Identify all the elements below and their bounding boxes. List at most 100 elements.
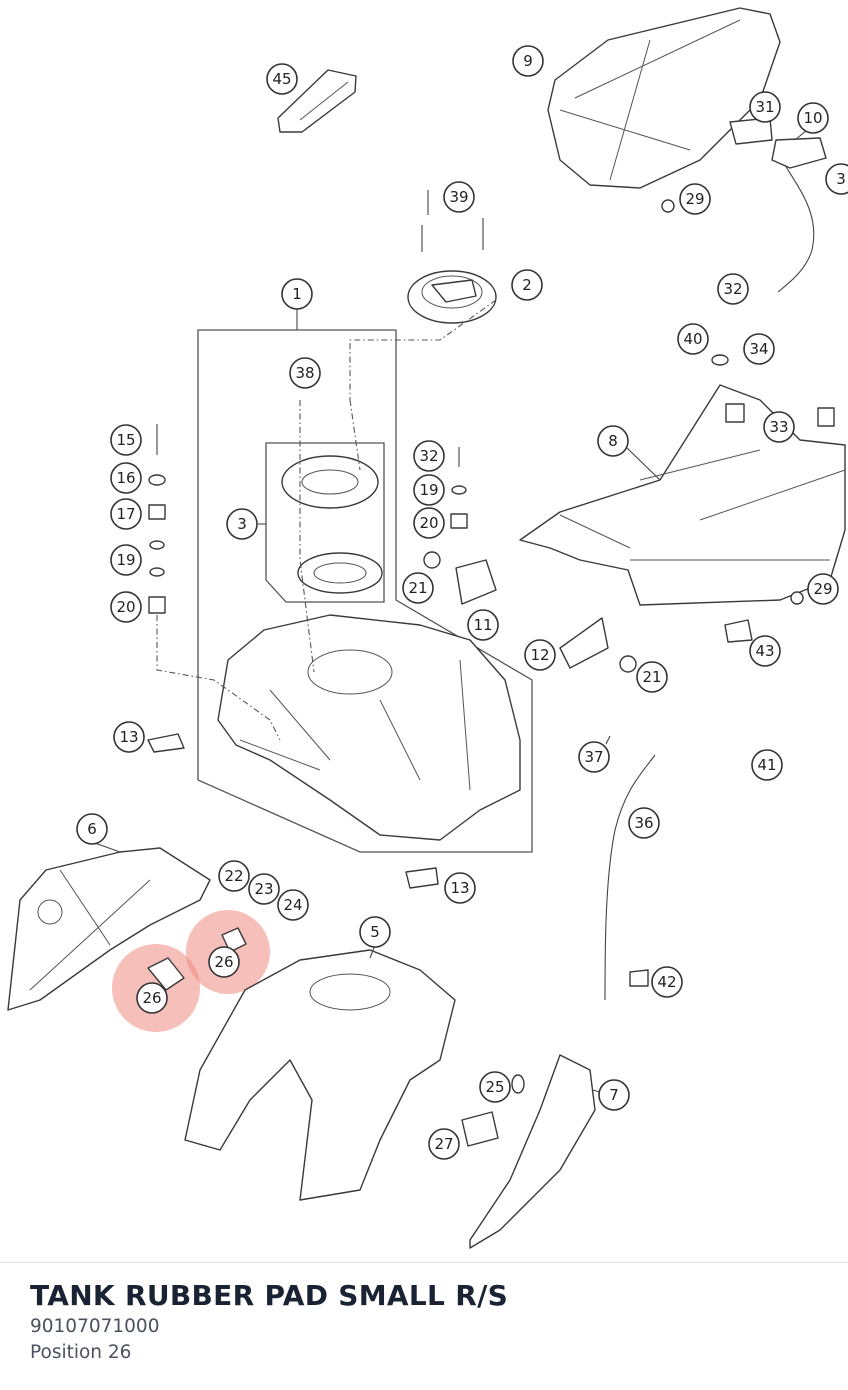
bushing-27-part [461, 1111, 499, 1147]
rider-seat-part [519, 384, 846, 606]
callout-34: 34 [743, 333, 775, 365]
svg-text:3: 3 [836, 170, 846, 188]
svg-text:19: 19 [116, 551, 135, 569]
callout-41: 41 [751, 749, 783, 781]
callout-3: 3 [226, 508, 258, 540]
callout-29-right: 29 [807, 573, 839, 605]
callout-17: 17 [110, 498, 142, 530]
svg-text:17: 17 [116, 505, 135, 523]
svg-text:15: 15 [116, 431, 135, 449]
callout-11: 11 [467, 609, 499, 641]
svg-text:24: 24 [283, 896, 302, 914]
callout-26-upper: 26 [208, 946, 240, 978]
svg-text:39: 39 [449, 188, 468, 206]
callout-26-lower: 26 [136, 982, 168, 1014]
tool-pouch-part [277, 69, 357, 133]
svg-text:13: 13 [450, 879, 469, 897]
assembly-frame [197, 329, 533, 853]
callout-32-left: 32 [413, 440, 445, 472]
svg-text:26: 26 [214, 953, 233, 971]
callout-3-cut: 3 [825, 163, 848, 195]
svg-text:2: 2 [522, 276, 532, 294]
part-info-panel: TANK RUBBER PAD SMALL R/S 90107071000 Po… [30, 1278, 820, 1366]
callout-19-right: 19 [413, 474, 445, 506]
svg-text:41: 41 [757, 756, 776, 774]
callout-33: 33 [763, 411, 795, 443]
callout-25: 25 [479, 1071, 511, 1103]
callout-40: 40 [677, 323, 709, 355]
svg-text:40: 40 [683, 330, 702, 348]
svg-text:11: 11 [473, 616, 492, 634]
callout-8: 8 [597, 425, 629, 457]
callout-37: 37 [578, 741, 610, 773]
tank-cover-part [184, 949, 456, 1201]
svg-text:26: 26 [142, 989, 161, 1007]
callout-2: 2 [511, 269, 543, 301]
callout-31: 31 [749, 91, 781, 123]
callout-6: 6 [76, 813, 108, 845]
svg-text:27: 27 [434, 1135, 453, 1153]
svg-text:42: 42 [657, 973, 676, 991]
callout-23: 23 [248, 873, 280, 905]
svg-text:3: 3 [237, 515, 247, 533]
svg-text:19: 19 [419, 481, 438, 499]
part-position: Position 26 [30, 1342, 132, 1363]
fuel-tank-part [217, 614, 521, 841]
svg-text:22: 22 [224, 867, 243, 885]
svg-text:34: 34 [749, 340, 768, 358]
svg-text:12: 12 [530, 646, 549, 664]
callout-45: 45 [266, 63, 298, 95]
filler-cap-part [407, 190, 497, 324]
fuel-pump-flange-part [281, 455, 383, 594]
rubber-pad-26-part [147, 927, 247, 991]
callout-20-right: 20 [413, 507, 445, 539]
callout-29-top: 29 [679, 183, 711, 215]
drain-hose-part [604, 754, 656, 1001]
svg-text:23: 23 [254, 880, 273, 898]
svg-text:45: 45 [272, 70, 291, 88]
small-fasteners [147, 199, 835, 1094]
svg-text:5: 5 [370, 923, 380, 941]
svg-text:7: 7 [609, 1086, 619, 1104]
pillion-seat-part [547, 7, 781, 189]
callout-21-left: 21 [402, 572, 434, 604]
callout-42: 42 [651, 966, 683, 998]
callout-21-right: 21 [636, 661, 668, 693]
left-side-panel-part [7, 847, 211, 1011]
svg-text:31: 31 [755, 98, 774, 116]
callout-bubbles: 1 2 3 5 6 7 8 9 10 3 11 12 13 13 15 16 1… [76, 45, 848, 1160]
callout-12: 12 [524, 639, 556, 671]
callout-27: 27 [428, 1128, 460, 1160]
callout-38: 38 [289, 357, 321, 389]
callout-43: 43 [749, 635, 781, 667]
callout-10: 10 [797, 102, 829, 134]
svg-text:10: 10 [803, 109, 822, 127]
svg-text:25: 25 [485, 1078, 504, 1096]
callout-32-right: 32 [717, 273, 749, 305]
sub-assembly-frame [265, 442, 385, 603]
svg-text:32: 32 [419, 447, 438, 465]
svg-text:43: 43 [755, 642, 774, 660]
part-number: 90107071000 [30, 1316, 160, 1337]
svg-text:16: 16 [116, 469, 135, 487]
svg-text:38: 38 [295, 364, 314, 382]
callout-5: 5 [359, 916, 391, 948]
svg-text:29: 29 [685, 190, 704, 208]
part-name: TANK RUBBER PAD SMALL R/S [30, 1279, 509, 1312]
callout-39: 39 [443, 181, 475, 213]
svg-text:29: 29 [813, 580, 832, 598]
svg-text:8: 8 [608, 432, 618, 450]
callout-7: 7 [598, 1079, 630, 1111]
callout-36: 36 [628, 807, 660, 839]
svg-text:1: 1 [292, 285, 302, 303]
callout-9: 9 [512, 45, 544, 77]
callout-19-left: 19 [110, 544, 142, 576]
callout-22: 22 [218, 860, 250, 892]
svg-text:13: 13 [119, 728, 138, 746]
svg-text:21: 21 [408, 579, 427, 597]
svg-text:9: 9 [523, 52, 533, 70]
svg-text:20: 20 [116, 598, 135, 616]
callout-1: 1 [281, 278, 313, 310]
callout-16: 16 [110, 462, 142, 494]
callout-24: 24 [277, 889, 309, 921]
